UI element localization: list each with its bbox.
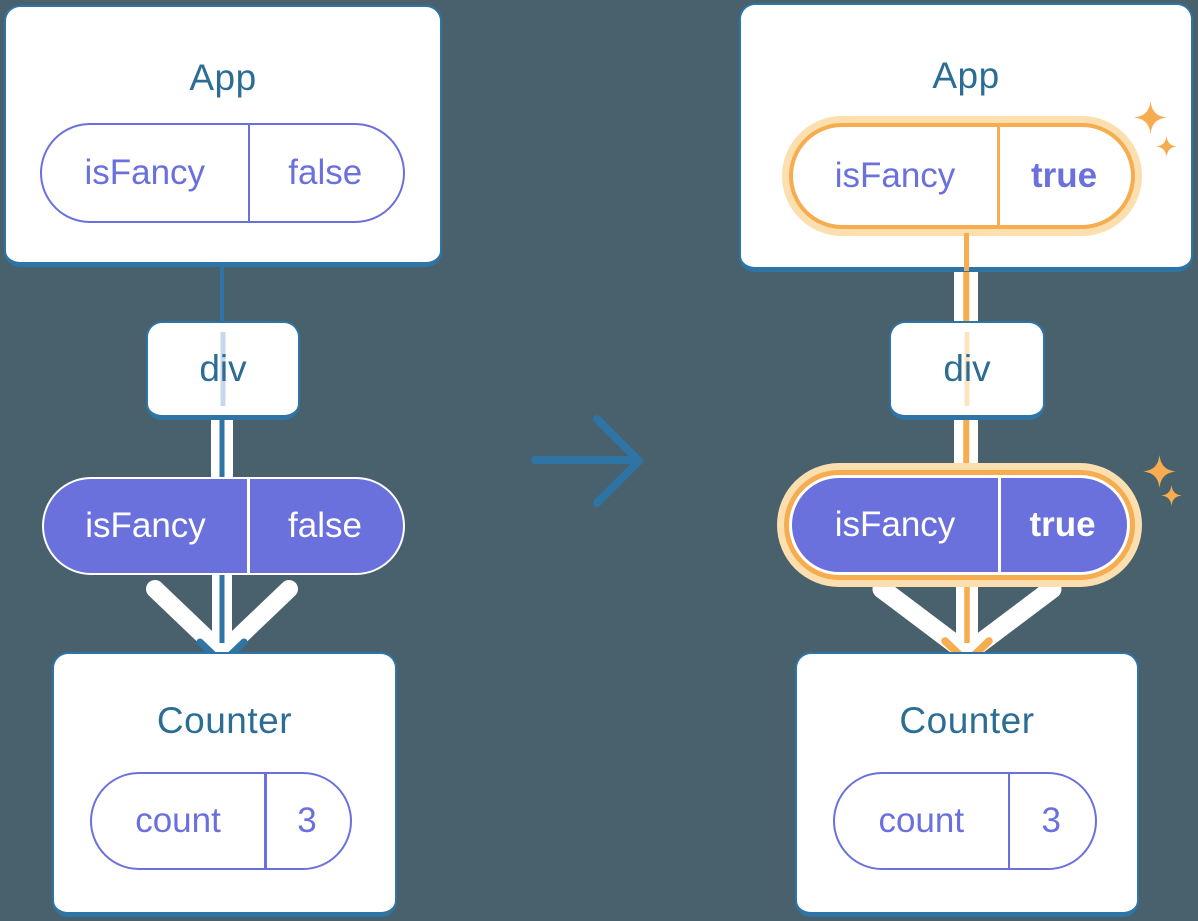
prop-pill-passed-after: isFancy true xyxy=(789,475,1130,575)
sparkle-icon-small xyxy=(1156,136,1177,157)
prop-pill-app-after: isFancy true xyxy=(789,123,1135,229)
prop-name: isFancy xyxy=(84,153,206,192)
prop-through-line-after xyxy=(964,332,970,406)
sparkle-icon-large xyxy=(1134,101,1167,134)
pill-divider xyxy=(1007,774,1010,868)
prop-pill-passed-before: isFancy false xyxy=(42,477,405,575)
prop-line-after xyxy=(963,418,969,468)
tree-edge-app-div-before xyxy=(219,264,224,325)
prop-line-after xyxy=(963,270,969,323)
pill-divider xyxy=(998,478,1001,572)
counter-card-before: Counter count 3 xyxy=(52,652,397,917)
div-title-before: div xyxy=(199,348,247,389)
prop-name: isFancy xyxy=(834,156,956,195)
counter-title-after: Counter xyxy=(899,700,1035,741)
counter-title-before: Counter xyxy=(156,700,293,741)
prop-value: true xyxy=(1030,156,1098,195)
div-title-after: div xyxy=(943,348,991,389)
app-card-after: App isFancy true xyxy=(739,3,1193,272)
pill-divider xyxy=(247,125,250,221)
sparkle-icon-small xyxy=(1161,485,1182,506)
counter-card-after: Counter count 3 xyxy=(795,652,1139,917)
state-value: 3 xyxy=(1041,801,1061,840)
transition-arrow-icon xyxy=(531,415,643,507)
state-pill-before: count 3 xyxy=(90,772,352,870)
app-title-before: App xyxy=(189,57,257,98)
prop-through-line-before xyxy=(220,332,226,406)
sparkle-icon-large xyxy=(1143,455,1176,488)
div-card-after: div xyxy=(889,321,1045,420)
prop-name: isFancy xyxy=(85,506,206,545)
pill-divider xyxy=(247,479,250,573)
state-name: count xyxy=(135,801,221,840)
state-value: 3 xyxy=(297,801,317,840)
app-card-before: App isFancy false xyxy=(4,5,442,267)
prop-value: false xyxy=(288,153,363,192)
prop-pill-app-before: isFancy false xyxy=(40,123,405,223)
state-name: count xyxy=(878,801,965,840)
prop-pipe-div-to-pill-after xyxy=(954,418,978,468)
prop-value: false xyxy=(288,506,362,545)
prop-pipe-div-to-pill-before xyxy=(211,418,233,479)
pill-divider xyxy=(264,774,267,868)
div-card-before: div xyxy=(146,321,300,420)
prop-line-before xyxy=(219,418,225,479)
prop-name: isFancy xyxy=(834,505,956,544)
state-pill-after: count 3 xyxy=(833,772,1097,870)
prop-line-inside-app-after xyxy=(963,233,969,271)
prop-pipe-app-to-div-after xyxy=(954,270,978,323)
app-title-after: App xyxy=(932,55,1000,96)
prop-value: true xyxy=(1029,505,1096,544)
pill-divider xyxy=(997,127,1000,225)
